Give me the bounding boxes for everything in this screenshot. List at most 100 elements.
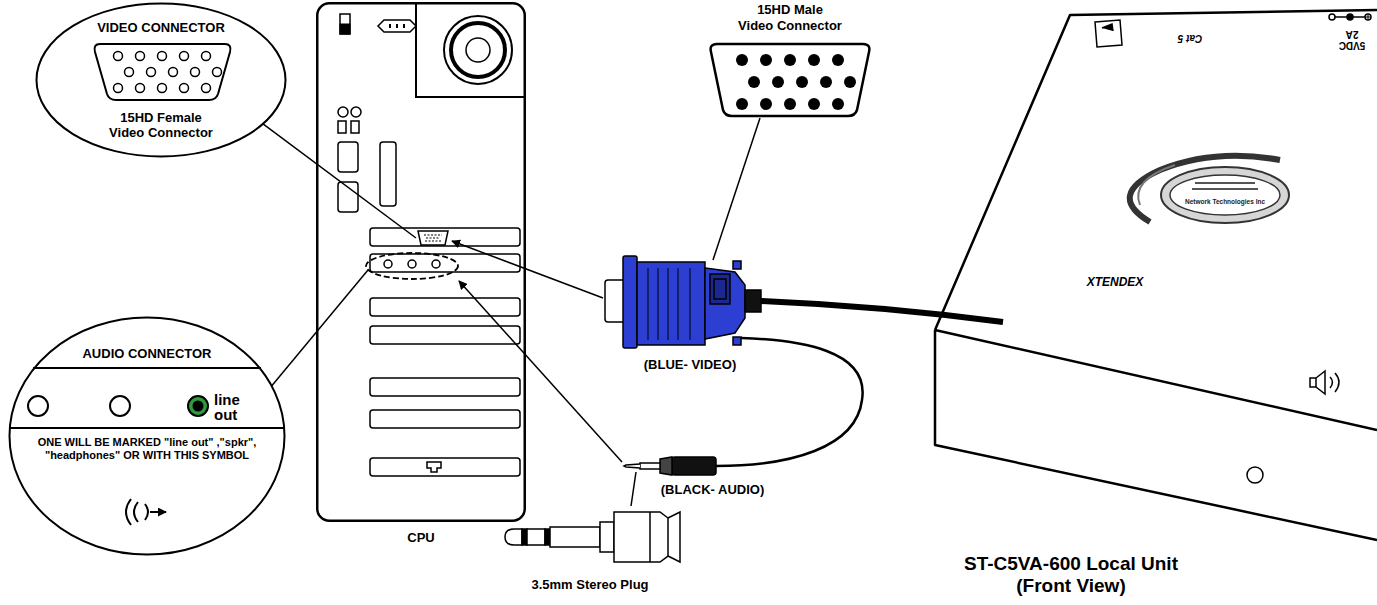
female-vga-icon [147,68,156,77]
cpu-details [380,142,396,206]
female-vga-icon [180,52,189,61]
cpu-details [384,260,392,268]
connector-name: 15HD Male Video Connector [738,2,842,33]
female-vga-icon [180,84,189,93]
audio-jack-panel [28,396,48,416]
jack-label: line out [214,391,240,423]
text-slot: ONE WILL BE MARKED "line out" ,"spkr", "… [27,436,267,462]
cpu-details [338,3,525,476]
cpu-details [427,462,441,472]
male-vga-pins [796,76,808,88]
male-vga-pins [736,54,856,110]
audio-jack-panel [10,427,284,429]
cable-label: (BLUE- VIDEO) [644,357,736,372]
vga-plug [705,268,745,339]
cpu-details [370,298,520,316]
insert-arrow [452,241,603,298]
cpu-details [416,3,525,97]
male-vga-pins [760,54,772,66]
text-slot: (BLUE- VIDEO) [630,357,750,372]
audio-out-symbol [126,499,131,525]
vga-plug [733,261,741,269]
female-vga-icon [202,52,211,61]
power-label: 5VDC 2A [1339,29,1366,51]
female-vga-icon [95,44,231,100]
cpu-details [408,260,416,268]
audio-jack-panel [33,367,261,369]
male-vga-pins [772,76,784,88]
cpu-details [370,410,520,428]
vga-plug [648,268,690,340]
vga-plug [733,337,741,345]
audio-cable [716,338,863,466]
unit-details [1102,24,1113,31]
audio-out-symbol [145,504,148,520]
text-slot: ST-C5VA-600 Local Unit (Front View) [940,553,1202,597]
cpu-details [451,23,505,77]
cpu-details [432,260,440,268]
cpu-details [370,326,520,344]
speaker-icon [1335,373,1339,392]
male-vga-pins [736,98,748,110]
unit-details [1353,16,1365,18]
female-vga-icon [114,52,123,61]
mini-audio-plug [640,463,660,469]
callout-title: AUDIO CONNECTOR [82,346,211,361]
speaker-icon [1330,377,1333,388]
connector-callout: 15HD Male Video Connector [705,0,875,118]
cpu-tower: CPU [316,2,526,522]
cpu-details [351,121,359,133]
male-vga-pins [820,76,832,88]
male-vga-pins [748,76,760,88]
vga-plug [637,262,705,345]
female-vga-icon [125,68,134,77]
company-logo [1170,175,1280,215]
unit-details [1366,15,1370,19]
cpu-details [340,24,350,34]
stereo-plug-drawing [600,522,614,552]
mini-audio-plug [660,457,672,475]
cpu-tower-shape [317,3,525,521]
port-label: Cat 5 [1178,33,1202,44]
unit-details [1335,16,1347,18]
female-vga-icon [114,84,123,93]
male-vga-pins [784,98,796,110]
unit-details [1095,20,1122,47]
company-logo [1192,183,1258,189]
mini-audio-plug [624,457,716,475]
audio-jack-panel [110,396,130,416]
male-vga-pins [844,76,856,88]
female-vga-icon [95,44,231,100]
stereo-plug-drawing [614,512,668,562]
stereo-plug-drawing [550,527,600,547]
cpu-details [366,253,458,279]
male-vga-pins [832,54,844,66]
audio-jack-panel [194,402,203,411]
speaker-icon [1310,371,1339,394]
vga-plug [745,290,761,312]
female-vga-icon [202,84,211,93]
cpu-details [444,16,512,84]
callout-note: ONE WILL BE MARKED "line out" ,"spkr", "… [38,436,257,461]
male-vga-pins [808,98,820,110]
text-slot: 5VDC 2A [1335,29,1369,51]
speaker-icon [1316,371,1325,394]
male-vga-pins [760,98,772,110]
connector-callout-shape [711,44,870,116]
male-vga-pins [736,54,748,66]
mini-audio-plug [672,457,716,475]
cpu-details [338,142,358,172]
node-outline [705,0,875,118]
cpu-details [418,231,448,245]
vga-plug [714,279,726,299]
callout-circle: AUDIO CONNECTOR line outONE WILL BE MARKE… [8,316,286,556]
vga-plug [605,256,761,348]
audio-out-symbol [126,499,166,525]
stereo-plug-drawing [505,529,522,545]
unit-details [1095,14,1371,47]
callout-title: VIDEO CONNECTOR [97,20,225,35]
part-label: 3.5mm Stereo Plug [531,577,648,592]
callout-circle-shape [37,4,286,157]
cpu-details [378,20,416,32]
